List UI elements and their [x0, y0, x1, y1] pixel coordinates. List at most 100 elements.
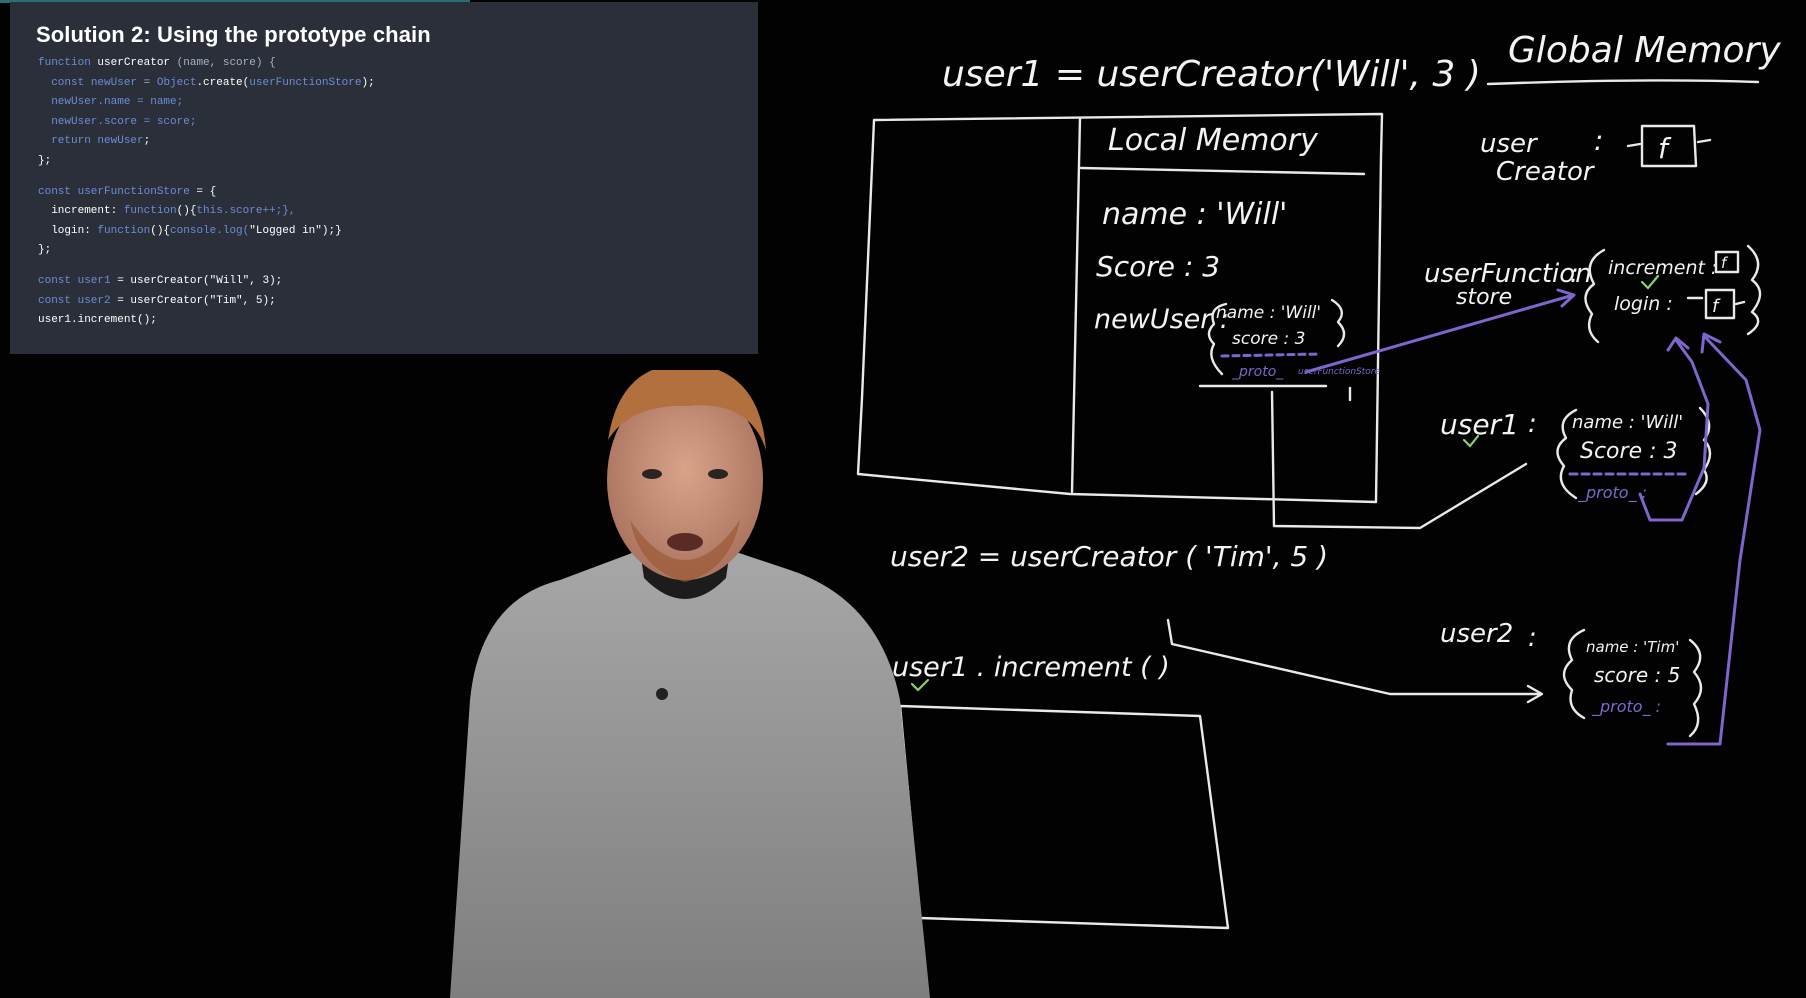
code-token: newUser.name = name;	[38, 96, 184, 109]
lapel-microphone-icon	[656, 688, 668, 700]
local-name-entry: name : 'Will'	[1102, 197, 1287, 232]
presenter-face	[607, 380, 763, 580]
user1-object-left-brace	[1556, 408, 1578, 500]
newuser-object-proto-ref: userFunctionStore	[1298, 367, 1380, 377]
code-line: const user2 = userCreator("Tim", 5);	[38, 292, 748, 312]
user2-proto-link-arrowhead	[1700, 332, 1722, 354]
code-line: const user1 = userCreator("Will", 3);	[38, 272, 748, 292]
code-line: login: function(){console.log("Logged in…	[38, 222, 748, 242]
code-token: function	[123, 205, 177, 218]
login-arrow-out	[1734, 300, 1746, 306]
increment-checkmark	[1640, 274, 1660, 290]
code-token: userFunctionStore	[77, 185, 190, 198]
return-to-user2-arrowhead	[1526, 684, 1544, 704]
code-token: "Tim"	[209, 294, 243, 307]
user1-colon: :	[1528, 409, 1537, 439]
user1-global-label: user1	[1440, 408, 1519, 441]
call-increment-expression: user1 . increment ( )	[892, 652, 1170, 683]
code-line: };	[38, 152, 748, 172]
global-memory-heading: Global Memory	[1508, 30, 1781, 71]
code-token: this	[196, 205, 223, 218]
user1-object-score: Score : 3	[1580, 439, 1678, 464]
presenter-left-eye	[642, 469, 662, 479]
code-snippet: function userCreator (name, score) { con…	[38, 54, 748, 331]
code-token: const	[38, 76, 91, 89]
increment-function-symbol: f	[1721, 254, 1729, 272]
user2-global-label: user2	[1440, 619, 1513, 649]
code-token: newUser	[90, 76, 138, 89]
code-line: newUser.score = score;	[38, 113, 748, 133]
code-token: function	[97, 224, 151, 237]
code-token: );}	[321, 224, 342, 237]
user-creator-label-line2: Creator	[1496, 157, 1596, 187]
code-token: (){	[176, 205, 197, 218]
presenter-sweater	[450, 550, 930, 998]
code-token: return	[38, 135, 98, 148]
user-creator-colon: :	[1594, 124, 1603, 157]
code-token: };	[38, 154, 52, 167]
code-token: newUser	[97, 135, 144, 148]
user-creator-arrow-in	[1626, 142, 1642, 148]
user-function-store-left-brace	[1584, 248, 1606, 344]
code-line: const newUser = Object.create(userFuncti…	[38, 74, 748, 94]
user-creator-function-box	[1640, 124, 1698, 168]
newuser-object-left-brace	[1207, 302, 1228, 376]
code-token: = userCreator(	[110, 274, 210, 287]
presenter-collar	[640, 550, 730, 599]
code-line: const userFunctionStore = {	[38, 183, 748, 203]
newuser-object-name: name : 'Will'	[1216, 303, 1321, 323]
slide-title: Solution 2: Using the prototype chain	[36, 22, 431, 47]
thread-divider	[1070, 116, 1082, 494]
code-token: const	[38, 294, 78, 307]
code-token: = userCreator(	[110, 294, 210, 307]
code-token: user2	[77, 294, 111, 307]
code-token: , 3);	[249, 274, 283, 287]
user-function-store-right-brace	[1746, 244, 1762, 336]
newuser-proto-link-arrowhead	[1556, 288, 1576, 308]
increment-function-box	[1714, 250, 1740, 274]
code-slide-panel: Solution 2: Using the prototype chain fu…	[10, 2, 758, 354]
code-token: login:	[38, 224, 98, 237]
code-token: ;	[143, 135, 151, 148]
code-token: userFunctionStore	[249, 76, 362, 89]
code-line: user1.increment();	[38, 311, 748, 331]
execution-context-box	[856, 112, 1384, 504]
code-token: (){	[150, 224, 171, 237]
return-newuser-to-user1-arrow	[1270, 390, 1528, 530]
return-to-user2-arrow	[1166, 618, 1542, 696]
user2-colon: :	[1528, 623, 1537, 653]
local-memory-heading: Local Memory	[1108, 123, 1319, 158]
presenter-mouth	[667, 533, 703, 551]
user1-proto-link-arrowhead	[1666, 336, 1690, 352]
user-creator-label-line1: user	[1480, 129, 1539, 159]
user1-checkmark	[1462, 434, 1480, 448]
code-token: .create(	[196, 76, 250, 89]
local-newuser-entry: newUser :	[1094, 304, 1229, 335]
code-token: function	[38, 57, 98, 69]
user2-object-right-brace	[1688, 638, 1703, 738]
presenter-image	[450, 370, 930, 998]
presenter-hair	[608, 370, 766, 450]
user-creator-arrow-out	[1696, 138, 1712, 144]
user-function-store-label-line2: store	[1456, 285, 1512, 310]
user2-object-score: score : 5	[1594, 663, 1680, 687]
call-user2-expression: user2 = userCreator ( 'Tim', 5 )	[890, 540, 1328, 573]
code-token: );	[361, 76, 375, 89]
code-token: increment:	[38, 205, 124, 218]
code-token: const	[38, 274, 78, 287]
user-function-store-increment: increment :	[1608, 257, 1717, 279]
code-line: newUser.name = name;	[38, 93, 748, 113]
user1-object-proto: _proto_ :	[1577, 483, 1647, 503]
user2-object-left-brace	[1562, 628, 1586, 720]
code-token: };	[38, 244, 52, 257]
user2-object-proto: _proto_ :	[1591, 697, 1661, 717]
code-token: const	[38, 185, 78, 198]
code-token: console.log(	[170, 224, 250, 237]
login-function-box	[1704, 288, 1736, 320]
code-line: return newUser;	[38, 132, 748, 152]
code-line: };	[38, 241, 748, 261]
user2-proto-link	[1666, 336, 1762, 746]
call-user1-expression: user1 = userCreator('Will', 3 )	[942, 54, 1481, 95]
code-token: Object	[156, 76, 197, 89]
